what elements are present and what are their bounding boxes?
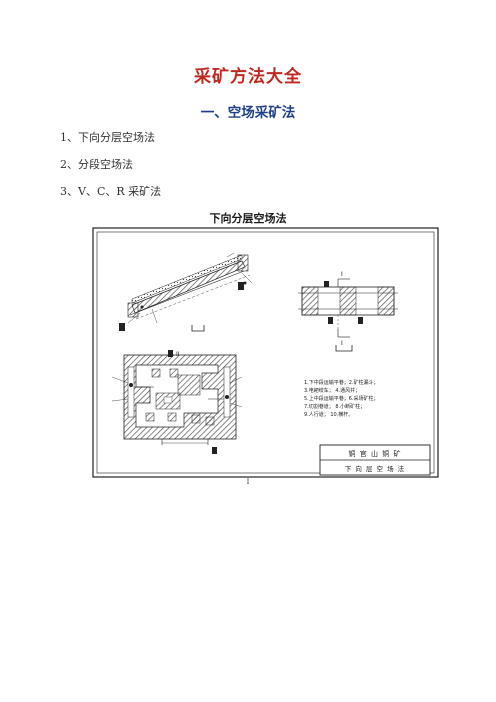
legend-line-3: 5.上中段运输平巷；6.采场矿柱； <box>304 395 379 402</box>
cross-section: I I <box>298 271 398 352</box>
section-mark-bottom: I <box>341 340 343 347</box>
figure-caption: 下向分层空场法 <box>209 212 287 225</box>
legend-line-1: 1.下中段运输平巷；2.矿柱漏斗； <box>304 379 379 386</box>
title-block: 铜 官 山 铜 矿 下 向 层 空 场 法 <box>319 444 431 476</box>
list-item-1: 1、下向分层空场法 <box>60 131 155 144</box>
title-block-method: 下 向 层 空 场 法 <box>345 464 405 473</box>
drawing-inner-frame <box>96 231 435 474</box>
page-mark: I <box>246 478 250 486</box>
drawing-legend: 1.下中段运输平巷；2.矿柱漏斗； 3.电耙绞车； 4.通风井； 5.上中段运输… <box>304 379 379 418</box>
mining-method-drawing: I I II 1.下中段运输平巷；2 <box>92 227 439 478</box>
longitudinal-section <box>119 252 253 332</box>
section-mark-top: I <box>341 271 343 278</box>
list-item-3: 3、V、C、R 采矿法 <box>60 185 162 198</box>
list-item-2: 2、分段空场法 <box>60 158 133 171</box>
plan-mark-top: II <box>176 351 180 358</box>
section-heading: 一、空场采矿法 <box>200 105 296 121</box>
legend-line-2: 3.电耙绞车； 4.通风井； <box>304 387 360 394</box>
title-block-mine: 铜 官 山 铜 矿 <box>349 449 402 458</box>
document-title: 采矿方法大全 <box>194 67 302 87</box>
drawing-frame <box>92 227 439 478</box>
legend-line-5: 9.人行道； 10.横杆。 <box>304 411 353 418</box>
legend-line-4: 7.切割巷道； 8.小断矿柱； <box>304 403 365 410</box>
plan-view: II <box>111 350 243 454</box>
